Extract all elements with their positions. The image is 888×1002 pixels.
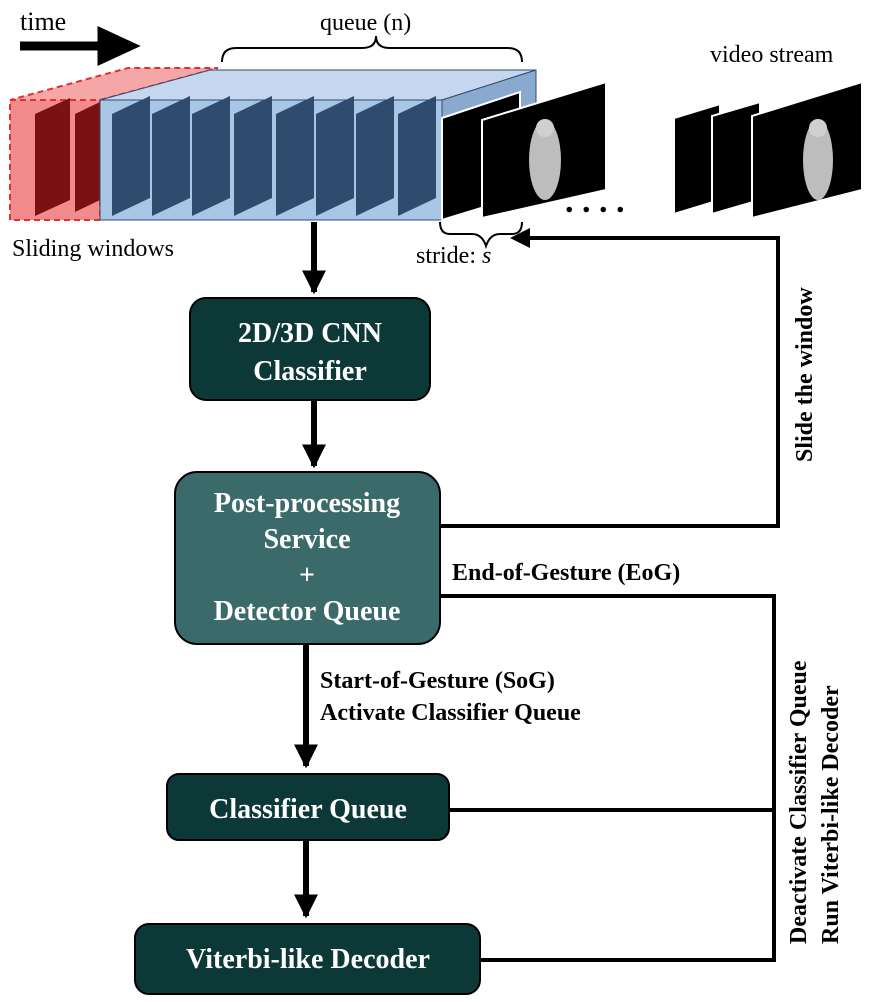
cnn-label-line2: Classifier: [253, 356, 367, 387]
post-label-line2: Service: [263, 524, 350, 555]
ellipsis: . . . .: [565, 183, 625, 220]
viterbi-label: Viterbi-like Decoder: [186, 944, 430, 975]
time-label: time: [20, 7, 66, 36]
sliding-window: [9, 67, 219, 221]
post-processing-box: Post-processing Service + Detector Queue: [174, 471, 441, 645]
classifier-queue-box: Classifier Queue: [166, 773, 450, 841]
eog-label: End-of-Gesture (EoG): [452, 560, 680, 586]
incoming-frames: [441, 80, 607, 222]
stride-label: stride: s: [416, 243, 491, 269]
time-arrow: [20, 25, 141, 67]
cnn-classifier-box: 2D/3D CNN Classifier: [189, 297, 431, 401]
sog-label-line2: Activate Classifier Queue: [320, 700, 581, 726]
cnn-label-line1: 2D/3D CNN: [238, 318, 382, 349]
video-stream-label: video stream: [710, 42, 834, 68]
queue-brace: [221, 35, 523, 63]
slide-window-loop: [440, 236, 780, 528]
stride-brace: [439, 221, 523, 250]
sog-label-line1: Start-of-Gesture (SoG): [320, 668, 555, 694]
queue-label: queue (n): [320, 10, 411, 36]
sliding-windows-label: Sliding windows: [12, 236, 174, 262]
post-label-line3: +: [299, 560, 315, 591]
classifier-queue-label: Classifier Queue: [209, 794, 407, 825]
deactivate-label-line1: Deactivate Classifier Queue: [786, 660, 812, 944]
eog-line: [440, 594, 776, 962]
viterbi-decoder-box: Viterbi-like Decoder: [134, 923, 481, 995]
video-stream-frames: [673, 80, 863, 220]
deactivate-label-line2: Run Viterbi-like Decoder: [818, 685, 844, 944]
slide-window-arrowhead: [510, 228, 530, 248]
slide-window-label: Slide the window: [792, 287, 818, 462]
post-label-line4: Detector Queue: [214, 596, 401, 627]
post-label-line1: Post-processing: [214, 488, 400, 519]
